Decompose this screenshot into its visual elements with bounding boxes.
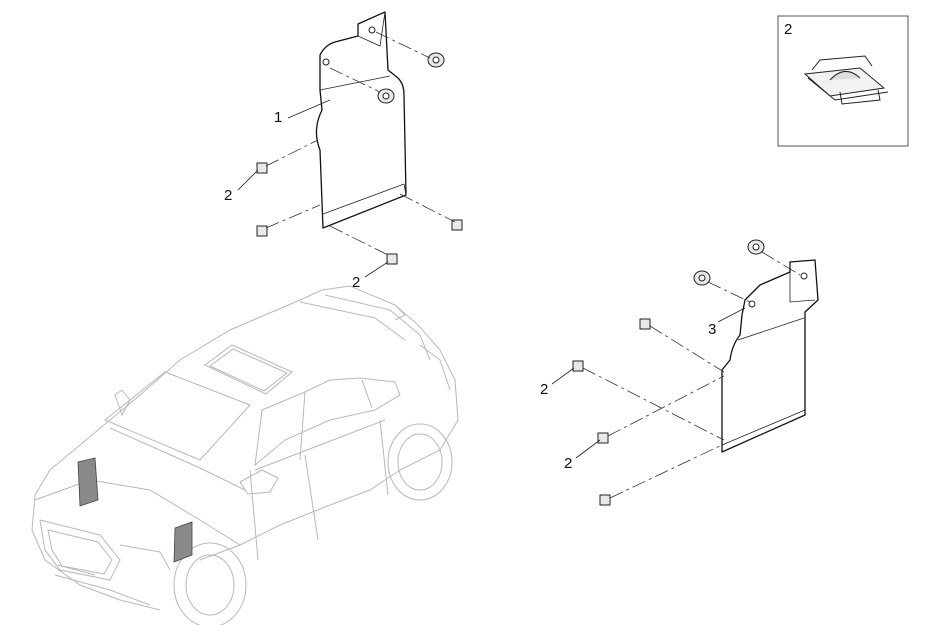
- clip-nut-icon: [386, 253, 398, 265]
- flange-nut-icon: [377, 88, 395, 104]
- vehicle-suv: [31, 285, 459, 625]
- inset-detail: [777, 15, 909, 147]
- panel-bracket-1: [315, 11, 407, 229]
- clip-nut-icon: [599, 494, 611, 506]
- callout-2-c: 2: [540, 381, 548, 398]
- flange-nut-icon: [747, 239, 765, 255]
- panel-bracket-3: [721, 259, 819, 453]
- clip-nut-icon: [639, 318, 651, 330]
- flange-nut-icon: [427, 52, 445, 68]
- inset-callout-2: 2: [784, 21, 792, 38]
- callout-3: 3: [708, 321, 716, 338]
- callout-2-a: 2: [224, 187, 232, 204]
- clip-nut-icon: [256, 162, 268, 174]
- callout-2-d: 2: [564, 455, 572, 472]
- clip-nut-icon: [597, 432, 609, 444]
- callout-1: 1: [274, 109, 282, 126]
- clip-nut-icon: [256, 225, 268, 237]
- clip-nut-icon: [451, 219, 463, 231]
- flange-nut-icon: [693, 270, 711, 286]
- clip-nut-icon: [572, 360, 584, 372]
- callout-2-b: 2: [352, 274, 360, 291]
- vehicle-front-flap-left: [77, 457, 99, 507]
- vehicle-front-flap-right: [173, 521, 193, 563]
